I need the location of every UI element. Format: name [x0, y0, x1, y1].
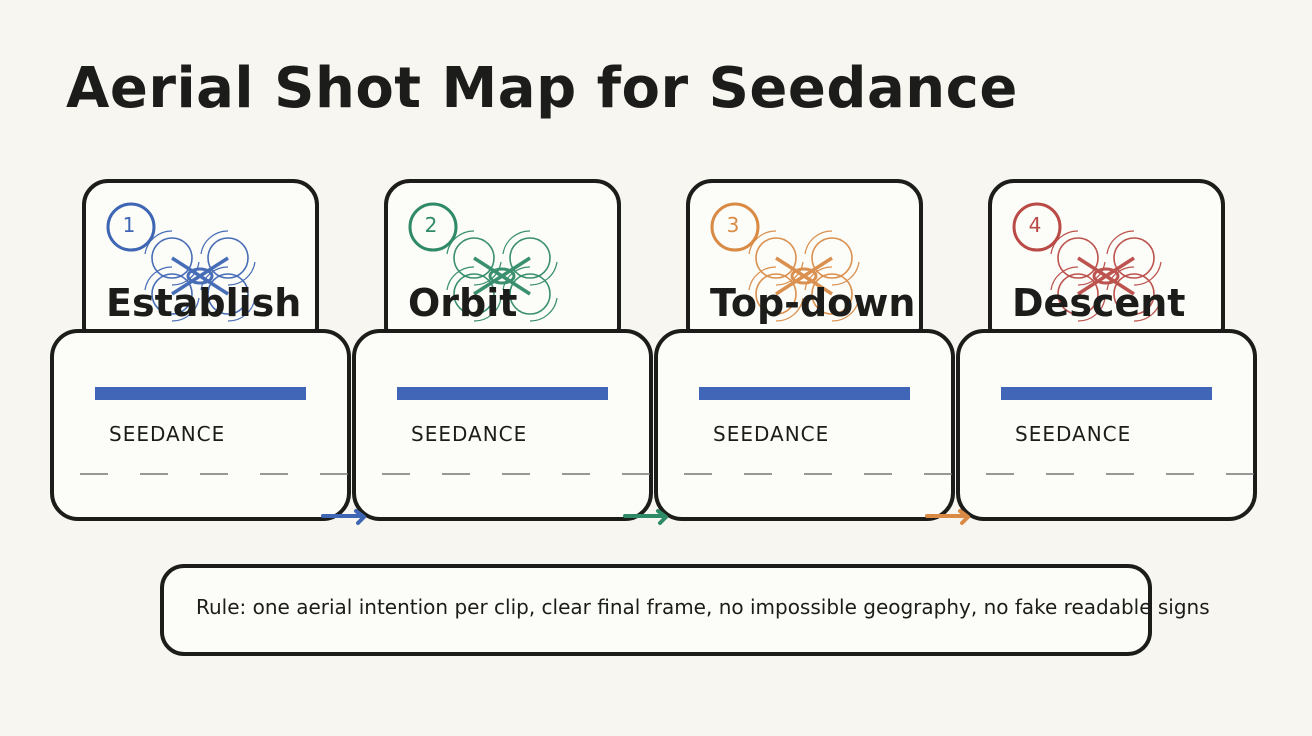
step-name: Top-down [710, 281, 915, 325]
step-name: Orbit [408, 281, 517, 325]
step-card: SEEDANCE [654, 329, 956, 521]
step-card: SEEDANCE [352, 329, 654, 521]
step-number-badge: 2 [408, 202, 458, 252]
accent-bar [699, 387, 910, 400]
step-card: SEEDANCE [50, 329, 352, 521]
step-card-frame [956, 329, 1257, 521]
step-number: 4 [1029, 213, 1042, 237]
accent-bar [95, 387, 306, 400]
step-cards: SEEDANCE SEEDANCE SEEDANCE SEEDANCE [50, 329, 1274, 521]
page-title: Aerial Shot Map for Seedance [66, 56, 1018, 121]
badge-circle [1012, 202, 1062, 252]
step-card-frame [352, 329, 653, 521]
drone-icon [446, 230, 558, 322]
step-number-badge: 4 [1012, 202, 1062, 252]
step-card-frame [50, 329, 351, 521]
rule-note: Rule: one aerial intention per clip, cle… [196, 595, 1210, 619]
step-number: 2 [425, 213, 438, 237]
flow-arrow [623, 509, 668, 525]
step-number-badge: 1 [106, 202, 156, 252]
step-number-badge: 3 [710, 202, 760, 252]
brand-label: SEEDANCE [109, 422, 225, 446]
rule-box [160, 564, 1152, 656]
drone-icon [1050, 230, 1162, 322]
step-card-frame [654, 329, 955, 521]
step-number: 1 [123, 213, 136, 237]
badge-circle [408, 202, 458, 252]
step-number: 3 [727, 213, 740, 237]
accent-bar [1001, 387, 1212, 400]
brand-label: SEEDANCE [1015, 422, 1131, 446]
brand-label: SEEDANCE [713, 422, 829, 446]
drone-icon [144, 230, 256, 322]
step-name: Establish [106, 281, 301, 325]
accent-bar [397, 387, 608, 400]
badge-circle [710, 202, 760, 252]
brand-label: SEEDANCE [411, 422, 527, 446]
flow-arrow [925, 509, 970, 525]
step-card: SEEDANCE [956, 329, 1274, 521]
flow-arrow [321, 509, 366, 525]
badge-circle [106, 202, 156, 252]
drone-icon [748, 230, 860, 322]
step-name: Descent [1012, 281, 1185, 325]
